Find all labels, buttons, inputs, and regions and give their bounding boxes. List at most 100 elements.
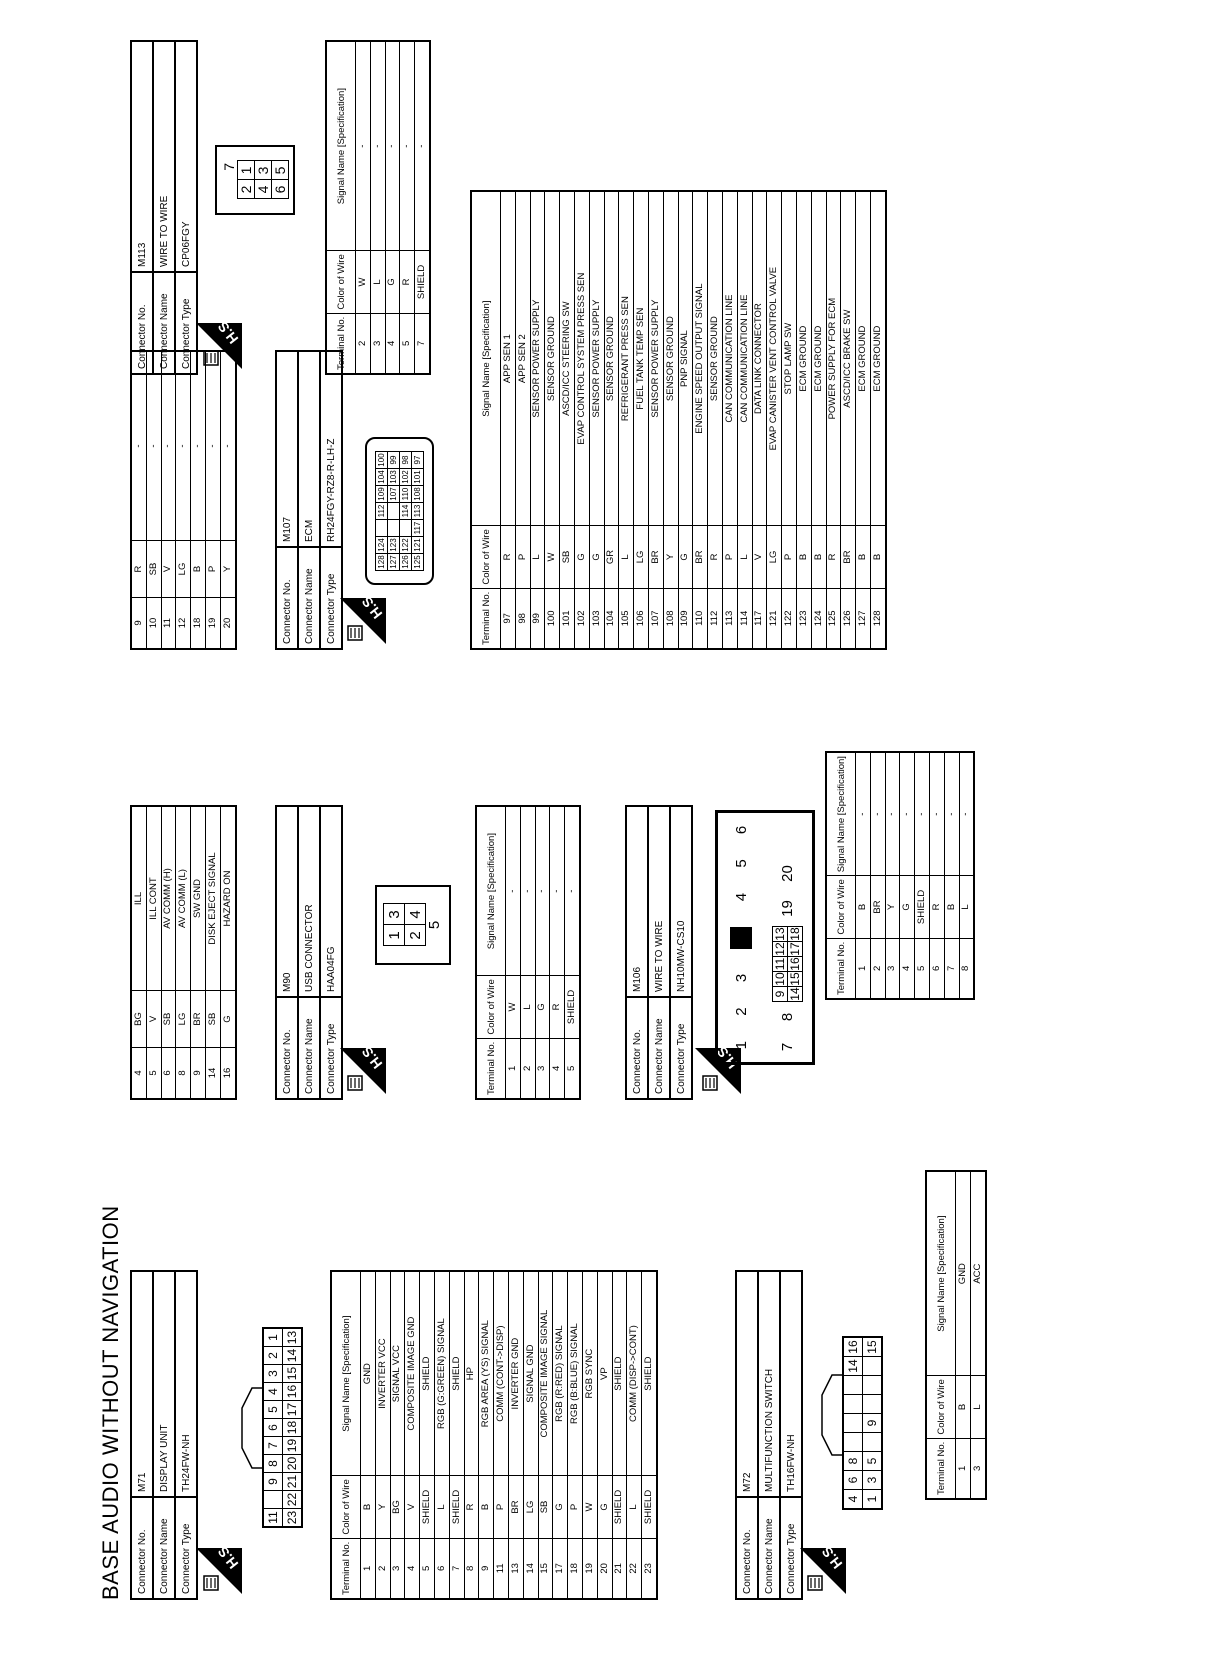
terminal-no: 117 [752, 588, 767, 649]
pin-cell: 5 [271, 161, 289, 180]
terminal-no: 4 [131, 1047, 147, 1099]
terminal-no: 5 [419, 1538, 435, 1599]
col-signal: Signal Name [Specification] [476, 806, 506, 976]
wire-color: B [360, 1475, 376, 1539]
wire-color: LG [523, 1475, 539, 1539]
pin-cell: 11 [772, 956, 787, 972]
terminal-no: 126 [840, 588, 856, 649]
signal-name: RGB (G:GREEN) SIGNAL [434, 1271, 450, 1476]
signal-name: - [549, 806, 565, 976]
wire-color: R [399, 250, 415, 314]
terminal-no: 121 [766, 588, 782, 649]
pin-cell [862, 1432, 882, 1452]
pin-cell: 3 [254, 161, 272, 180]
hs-icon [800, 1548, 846, 1594]
wire-color: B [478, 1475, 494, 1539]
terminal-no: 4 [385, 313, 400, 374]
wire-color: W [582, 1475, 598, 1539]
signal-name: APP SEN 2 [515, 191, 531, 526]
signal-name: ECM GROUND [811, 191, 827, 526]
wire-color: GR [604, 525, 619, 589]
terminal-no: 104 [604, 588, 619, 649]
signal-name: ASCD/ICC BRAKE SW [840, 191, 856, 526]
pin-label: 8 [778, 1012, 796, 1022]
pin-cell: 3 [263, 1364, 283, 1383]
wire-color: G [385, 250, 400, 314]
terminal-no: 7 [414, 313, 430, 374]
connector-latch-icon [821, 1374, 842, 1456]
signal-name: INVERTER VCC [375, 1271, 391, 1476]
wire-color: W [544, 525, 560, 589]
signal-name: ASCD/ICC STEERING SW [559, 191, 575, 526]
pin-cell: 100 [375, 451, 388, 469]
wire-color: L [618, 525, 634, 589]
pin-cell: 126 [399, 553, 412, 571]
col-terminal: Terminal No. [476, 1038, 506, 1099]
signal-name: SENSOR GROUND [663, 191, 679, 526]
signal-name: GND [360, 1271, 376, 1476]
wire-color: L [530, 525, 545, 589]
pin-cell: 107 [387, 485, 400, 503]
wire-color: R [549, 975, 565, 1039]
label: Connector Type [670, 997, 692, 1099]
signal-name: - [885, 752, 900, 876]
signal-name: SENSOR GROUND [707, 191, 723, 526]
m71-connector-no: M71 [131, 1271, 153, 1497]
label: Connector Type [320, 547, 342, 649]
terminal-no: 3 [970, 1438, 986, 1499]
terminal-no: 20 [220, 597, 236, 649]
signal-name: - [520, 806, 536, 976]
terminal-no: 122 [781, 588, 797, 649]
terminal-no: 2 [520, 1038, 536, 1099]
pin-cell: 1 [237, 161, 255, 180]
wire-color: R [131, 540, 147, 598]
signal-name: - [855, 752, 871, 876]
pin-cell: 9 [772, 986, 787, 1002]
pin-cell: 2 [237, 180, 255, 199]
connector-latch-icon [241, 1387, 262, 1469]
signal-name: DATA LINK CONNECTOR [752, 191, 767, 526]
col-signal: Signal Name [Specification] [331, 1271, 361, 1476]
signal-name: AV COMM (H) [161, 806, 176, 991]
signal-name: - [205, 351, 221, 541]
col-color: Color of Wire [826, 875, 856, 939]
pin-cell: 12 [772, 941, 787, 957]
pin-cell: 125 [411, 553, 424, 571]
m113-pin-7: 7 [221, 163, 237, 171]
m106-connector-name: WIRE TO WIRE [648, 806, 670, 997]
label: Connector No. [736, 1497, 758, 1599]
signal-name: INVERTER GND [508, 1271, 524, 1476]
signal-name: SW GND [190, 806, 206, 991]
wire-color: G [597, 1475, 613, 1539]
terminal-no: 103 [589, 588, 605, 649]
signal-name: - [564, 806, 580, 976]
pin-cell: 122 [399, 536, 412, 554]
terminal-no: 11 [493, 1538, 509, 1599]
signal-name: - [131, 351, 147, 541]
wire-color: G [552, 1475, 568, 1539]
hs-icon [196, 1548, 242, 1594]
signal-name: - [190, 351, 206, 541]
pin-cell [862, 1394, 882, 1414]
terminal-no: 19 [205, 597, 221, 649]
pin-cell: 17 [282, 1400, 302, 1419]
pin-cell: 23 [282, 1508, 302, 1527]
